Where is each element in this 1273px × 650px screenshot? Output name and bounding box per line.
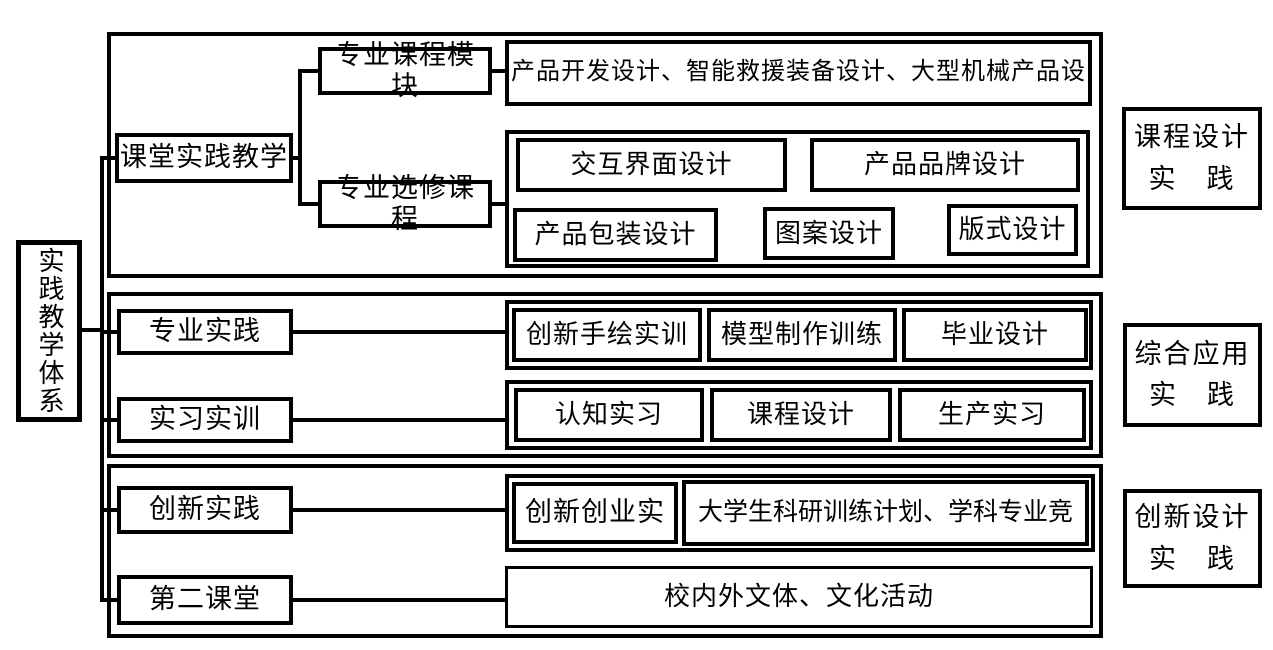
course-label: 产品包装设计 [534, 220, 697, 250]
item-box-sketch-training: 创新手绘实训 [512, 308, 702, 362]
elective-course-label: 专业选修课程 [335, 172, 475, 234]
item-box-model-making: 模型制作训练 [707, 308, 897, 362]
connector-branch-module [300, 69, 320, 73]
item-label: 大学生科研训练计划、学科专业竞 [697, 498, 1073, 526]
middle-section-container [107, 292, 1103, 458]
item-label: 创新手绘实训 [525, 320, 688, 350]
root-label: 实践教学体系 [34, 247, 64, 415]
innovation-practice-box: 创新实践 [117, 486, 293, 534]
item-label: 课程设计 [746, 400, 855, 430]
internship-items-container [505, 380, 1093, 450]
side-label-line2: 实 践 [1149, 543, 1236, 574]
side-label-comprehensive-practice: 综合应用 实 践 [1123, 323, 1262, 427]
side-label-line1: 创新设计 [1134, 502, 1251, 533]
course-box-pattern-design: 图案设计 [763, 207, 895, 260]
classroom-teaching-box: 课堂实践教学 [115, 133, 293, 183]
item-box-entrepreneurship: 创新创业实 [512, 482, 678, 544]
internship-training-label: 实习实训 [149, 404, 261, 435]
course-box-layout-design: 版式设计 [947, 204, 1078, 256]
course-label: 产品品牌设计 [863, 150, 1026, 180]
second-classroom-box: 第二课堂 [117, 575, 293, 625]
course-label: 交互界面设计 [570, 150, 733, 180]
side-label-innovation-design-practice: 创新设计 实 践 [1123, 489, 1262, 588]
connector-root-to-trunk [80, 328, 104, 332]
professional-practice-items-container [505, 300, 1093, 370]
innovation-items-container [505, 474, 1095, 552]
professional-practice-label: 专业实践 [149, 316, 261, 347]
professional-practice-box: 专业实践 [117, 309, 293, 355]
innovation-practice-label: 创新实践 [149, 494, 261, 525]
item-label: 创新创业实 [525, 497, 665, 528]
side-label-line2: 实 践 [1149, 380, 1236, 410]
top-section-container [107, 32, 1103, 278]
connector-module-content [490, 69, 507, 73]
connector-classroom-branch [291, 156, 302, 160]
course-box-interaction-design: 交互界面设计 [516, 138, 787, 192]
item-label: 认知实习 [554, 400, 663, 430]
internship-training-box: 实习实训 [117, 397, 293, 443]
second-classroom-label: 第二课堂 [149, 584, 261, 615]
item-box-research-competition: 大学生科研训练计划、学科专业竞 [682, 480, 1089, 546]
side-label-line1: 课程设计 [1134, 122, 1250, 153]
item-label: 模型制作训练 [720, 320, 883, 350]
branch-line [298, 69, 302, 206]
side-label-line2: 实 践 [1148, 163, 1236, 194]
module-content-box: 产品开发设计、智能救援装备设计、大型机械产品设 [505, 40, 1092, 106]
module-content-text: 产品开发设计、智能救援装备设计、大型机械产品设 [511, 59, 1086, 86]
course-box-packaging-design: 产品包装设计 [513, 208, 718, 262]
connector-branch-elective [300, 202, 320, 206]
course-label: 图案设计 [774, 218, 883, 248]
bottom-section-container [107, 464, 1103, 638]
item-label: 毕业设计 [940, 320, 1049, 350]
item-box-cultural-activities: 校内外文体、文化活动 [505, 566, 1093, 628]
connector-innovation-items [291, 508, 507, 512]
side-label-course-design-practice: 课程设计 实 践 [1122, 107, 1262, 210]
elective-container [505, 130, 1090, 268]
course-box-brand-design: 产品品牌设计 [810, 138, 1080, 192]
connector-professional-practice-items [291, 330, 507, 334]
elective-course-box: 专业选修课程 [318, 173, 492, 234]
connector-internship-items [291, 418, 507, 422]
course-label: 版式设计 [958, 215, 1067, 245]
root-box: 实践教学体系 [16, 240, 82, 422]
trunk-line [100, 156, 104, 602]
connector-elective-courses [490, 202, 507, 206]
course-module-label: 专业课程模块 [335, 39, 475, 101]
connector-second-classroom-items [291, 598, 507, 602]
item-box-cognitive-internship: 认知实习 [514, 388, 704, 442]
classroom-teaching-label: 课堂实践教学 [120, 142, 288, 173]
item-box-production-internship: 生产实习 [898, 388, 1086, 442]
course-module-box: 专业课程模块 [318, 40, 492, 101]
item-label: 校内外文体、文化活动 [663, 582, 934, 612]
item-box-course-design: 课程设计 [710, 388, 892, 442]
side-label-line1: 综合应用 [1134, 338, 1251, 369]
item-box-graduation-design: 毕业设计 [902, 308, 1088, 362]
item-label: 生产实习 [937, 400, 1046, 430]
